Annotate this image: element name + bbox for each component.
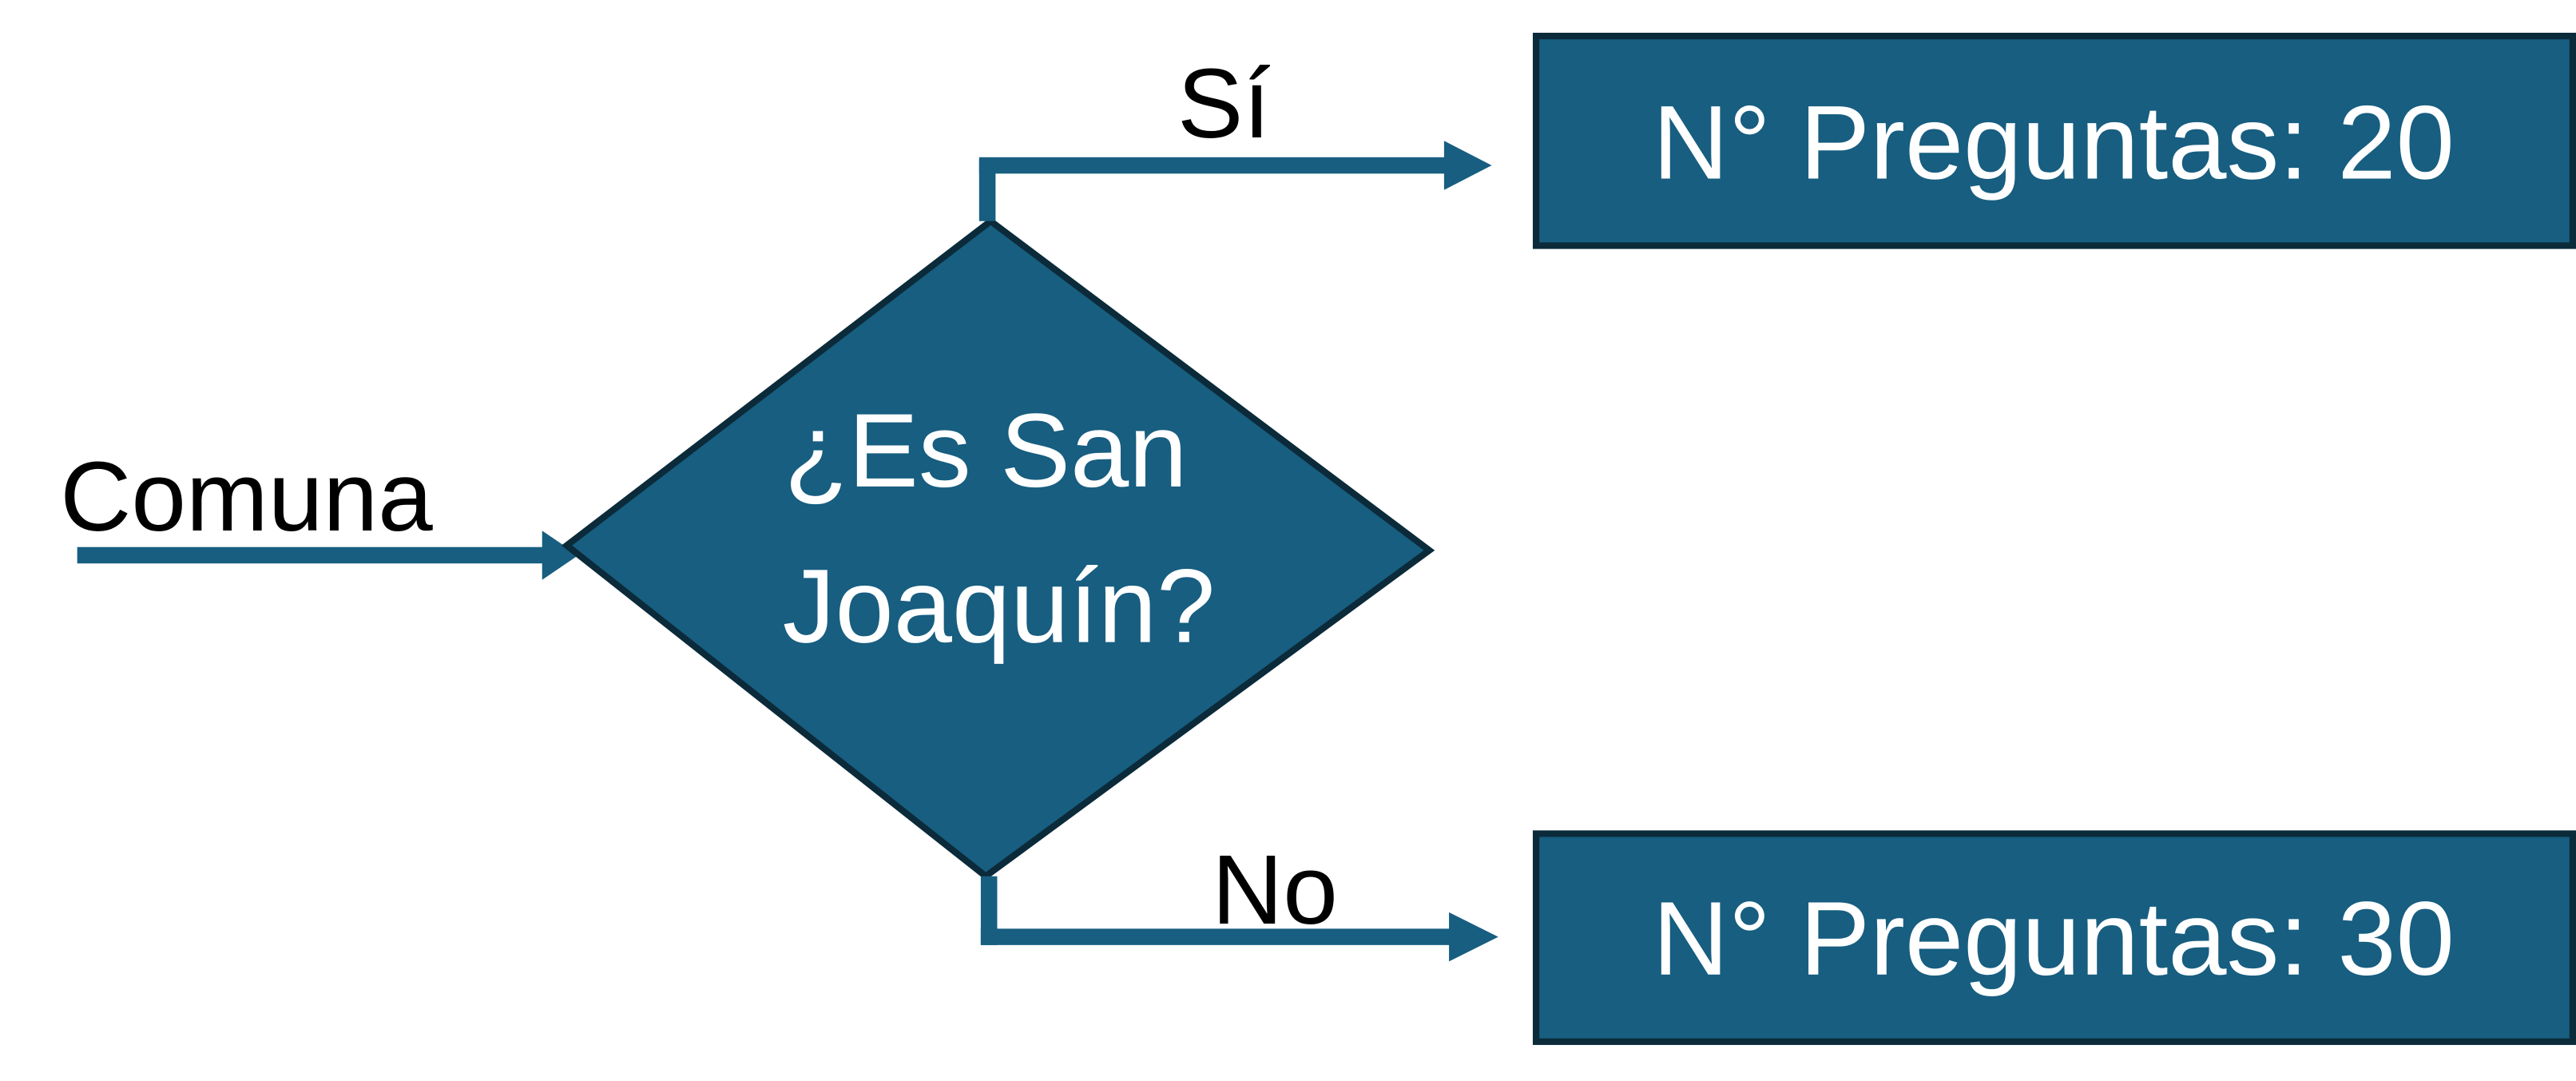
input-label: Comuna bbox=[60, 442, 433, 552]
input-arrow bbox=[77, 531, 578, 580]
yes-result-box bbox=[1532, 33, 2576, 249]
decision-text-line1: ¿Es San bbox=[784, 391, 1188, 509]
yes-arrow bbox=[978, 141, 1492, 221]
yes-result-text: N° Preguntas: 20 bbox=[1653, 84, 2455, 201]
no-arrow bbox=[980, 876, 1498, 962]
yes-label: Sí bbox=[1177, 49, 1271, 159]
no-label: No bbox=[1212, 835, 1338, 945]
decision-text-line2: Joaquín? bbox=[783, 547, 1216, 665]
no-result-box bbox=[1532, 830, 2576, 1045]
no-result-text: N° Preguntas: 30 bbox=[1653, 880, 2455, 997]
